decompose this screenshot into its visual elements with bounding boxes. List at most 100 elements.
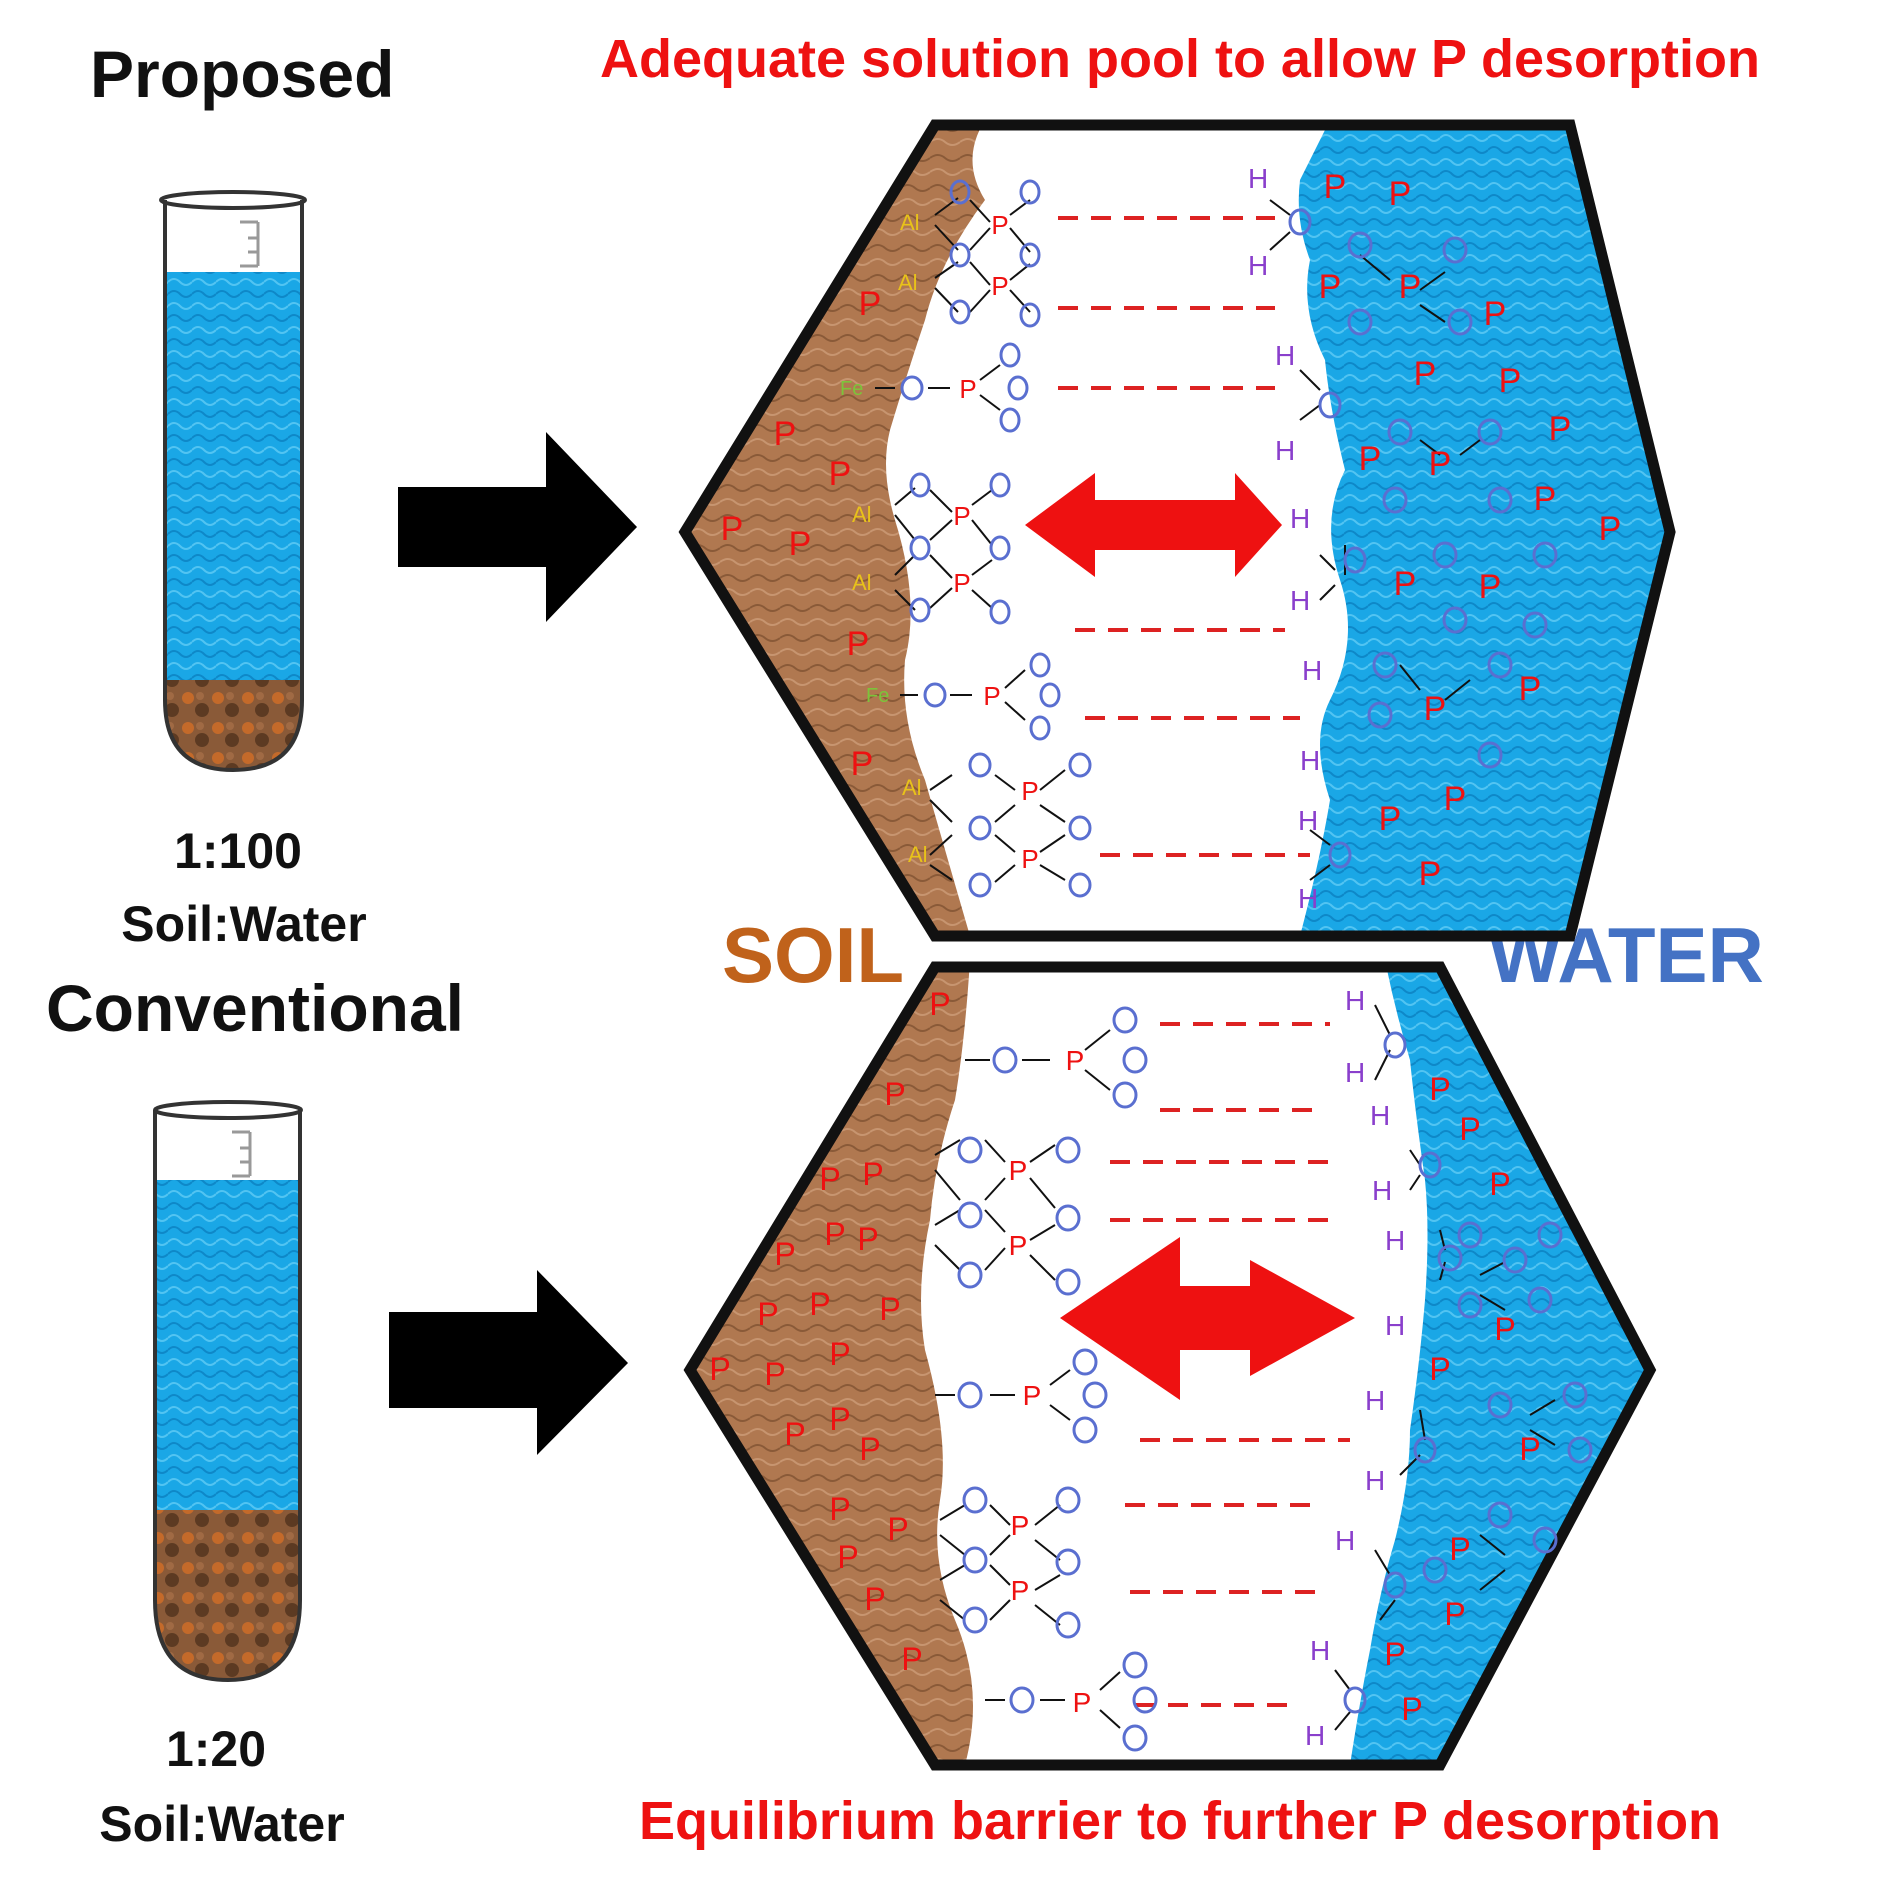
h-atom: H	[1305, 1720, 1325, 1751]
proposed-molecules: P P P P P P P P P P P P P P P P P P P	[721, 163, 1622, 914]
al-atom: Al	[908, 842, 928, 867]
p-atom: P	[1359, 440, 1382, 478]
p-atom: P	[1429, 445, 1452, 483]
al-atom: Al	[902, 775, 922, 800]
p-atom: P	[829, 455, 852, 493]
fe-atom: Fe	[866, 685, 889, 707]
h-atom: H	[1275, 340, 1295, 371]
conventional-water-fill	[155, 1180, 300, 1520]
p-atom: P	[1389, 175, 1412, 213]
p-atom: P	[862, 1156, 883, 1192]
p-atom: P	[847, 625, 870, 663]
conventional-hexagon: P P P P P P P P P P P P P P P P P P P	[683, 961, 1657, 1771]
p-atom: P	[1384, 1636, 1405, 1672]
proposed-double-headed-arrow-icon	[1025, 473, 1282, 577]
al-atom: Al	[898, 270, 918, 295]
h-atom: H	[1248, 163, 1268, 194]
p-atom: P	[953, 568, 970, 598]
p-atom: P	[1484, 295, 1507, 333]
p-atom: P	[901, 1641, 922, 1677]
h-atom: H	[1310, 1635, 1330, 1666]
p-atom: P	[1429, 1071, 1450, 1107]
h-atom: H	[1300, 745, 1320, 776]
p-atom: P	[991, 271, 1008, 301]
p-atom: P	[1499, 362, 1522, 400]
p-atom: P	[1494, 1311, 1515, 1347]
conventional-molecules: P P P P P P P P P P P P P P P P P P P	[709, 985, 1593, 1752]
p-atom: P	[757, 1296, 778, 1332]
conventional-right-arrow-icon	[389, 1270, 628, 1455]
p-atom: P	[774, 1236, 795, 1272]
proposed-water-fill	[165, 272, 302, 684]
p-atom: P	[1444, 780, 1467, 818]
p-atom: P	[1401, 1691, 1422, 1727]
p-atom: P	[774, 415, 797, 453]
p-atom: P	[829, 1401, 850, 1437]
conventional-title: Conventional	[46, 971, 465, 1045]
h-atom: H	[1365, 1465, 1385, 1496]
p-atom: P	[929, 986, 950, 1022]
p-atom: P	[1534, 480, 1557, 518]
al-atom: Al	[900, 210, 920, 235]
p-atom: P	[1424, 690, 1447, 728]
p-atom: P	[859, 1431, 880, 1467]
p-atom: P	[1009, 1230, 1028, 1261]
conventional-double-headed-arrow-icon	[1060, 1237, 1355, 1400]
p-atom: P	[789, 525, 812, 563]
h-atom: H	[1298, 883, 1318, 914]
h-atom: H	[1345, 1057, 1365, 1088]
p-atom: P	[829, 1336, 850, 1372]
p-atom: P	[1066, 1045, 1085, 1076]
p-atom: P	[1479, 568, 1502, 606]
p-atom: P	[1419, 855, 1442, 893]
p-atom: P	[1599, 510, 1622, 548]
p-atom: P	[1011, 1510, 1030, 1541]
p-atom: P	[1429, 1351, 1450, 1387]
conventional-ratio-label: Soil:Water	[99, 1796, 345, 1852]
proposed-title: Proposed	[90, 37, 395, 111]
p-atom: P	[887, 1511, 908, 1547]
p-atom: P	[864, 1581, 885, 1617]
p-atom: P	[1489, 1166, 1510, 1202]
proposed-ratio: 1:100	[174, 823, 302, 879]
p-atom: P	[1319, 268, 1342, 306]
h-atom: H	[1385, 1225, 1405, 1256]
p-atom: P	[879, 1291, 900, 1327]
p-atom: P	[991, 210, 1008, 240]
p-atom: P	[709, 1351, 730, 1387]
h-atom: H	[1385, 1310, 1405, 1341]
p-atom: P	[884, 1076, 905, 1112]
p-atom: P	[1379, 800, 1402, 838]
proposed-right-arrow-icon	[398, 432, 637, 622]
h-atom: H	[1302, 655, 1322, 686]
p-atom: P	[1073, 1687, 1092, 1718]
soil-label: SOIL	[722, 911, 905, 999]
h-atom: H	[1290, 503, 1310, 534]
proposed-soil-fill	[165, 680, 302, 770]
proposed-caption: Adequate solution pool to allow P desorp…	[600, 29, 1760, 89]
h-atom: H	[1365, 1385, 1385, 1416]
p-atom: P	[1459, 1111, 1480, 1147]
p-atom: P	[1394, 565, 1417, 603]
al-atom: Al	[852, 502, 872, 527]
p-atom: P	[824, 1216, 845, 1252]
h-atom: H	[1248, 250, 1268, 281]
p-atom: P	[857, 1221, 878, 1257]
h-atom: H	[1275, 435, 1295, 466]
p-atom: P	[1021, 844, 1038, 874]
p-atom: P	[1444, 1596, 1465, 1632]
p-atom: P	[829, 1491, 850, 1527]
h-atom: H	[1345, 985, 1365, 1016]
p-atom: P	[809, 1286, 830, 1322]
h-atom: H	[1335, 1525, 1355, 1556]
proposed-ratio-label: Soil:Water	[121, 896, 367, 952]
p-atom: P	[764, 1356, 785, 1392]
conventional-caption: Equilibrium barrier to further P desorpt…	[638, 1791, 1722, 1851]
h-atom: H	[1290, 585, 1310, 616]
p-atom: P	[1449, 1531, 1470, 1567]
conventional-test-tube-icon	[153, 1100, 303, 1683]
conventional-soil-fill	[155, 1510, 300, 1680]
p-atom: P	[1009, 1155, 1028, 1186]
fe-atom: Fe	[840, 378, 863, 400]
